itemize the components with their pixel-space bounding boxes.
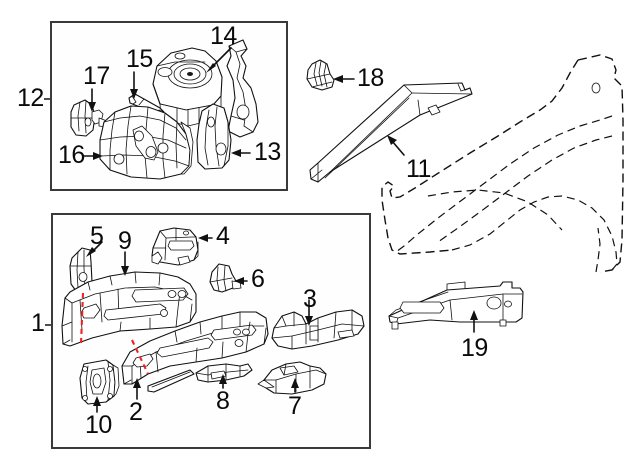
part-14-strut-tower-housing[interactable] [152, 47, 223, 127]
callout-9: 9 [118, 227, 132, 255]
part-8-closing-plate[interactable] [195, 363, 253, 383]
part-6-reinforcement-bracket[interactable] [209, 263, 242, 293]
arrow-4 [198, 234, 213, 242]
part-9-upper-side-rail[interactable] [61, 271, 197, 347]
callout-10: 10 [85, 411, 112, 439]
arrow-10 [93, 396, 101, 413]
part-3-front-crossmember-extension[interactable] [271, 309, 365, 350]
front-fender-outline-phantom [381, 54, 624, 273]
callout-17: 17 [83, 62, 110, 90]
callout-3: 3 [303, 285, 317, 313]
callout-15: 15 [126, 45, 153, 73]
arrow-9 [121, 251, 129, 276]
callout-19: 19 [461, 334, 488, 362]
callout-11: 11 [406, 155, 431, 183]
part-2-lower-rail-member[interactable] [121, 311, 269, 385]
callout-4: 4 [216, 222, 230, 250]
part-13-apron-inner-panel[interactable] [196, 103, 232, 170]
arrow-19 [470, 310, 478, 333]
callout-16: 16 [58, 141, 85, 169]
part-10-mount-plate[interactable] [79, 359, 120, 405]
part-5-side-gusset-bracket[interactable] [69, 247, 93, 292]
arrow-3 [305, 299, 313, 326]
callout-6: 6 [251, 265, 265, 293]
callout-7: 7 [288, 392, 302, 420]
part-4-upper-bracket[interactable] [151, 227, 199, 266]
callout-18: 18 [357, 64, 384, 92]
arrow-16 [83, 152, 103, 160]
arrow-8 [219, 374, 227, 389]
callout-5: 5 [90, 222, 104, 250]
part-19-front-side-member[interactable] [388, 281, 524, 330]
part-11-upper-rail-reinforcement[interactable] [309, 82, 473, 183]
cut-line-2 [131, 339, 149, 375]
arrow-15 [130, 71, 138, 99]
arrow-18 [333, 75, 355, 83]
part-2-filler-strip[interactable] [147, 369, 195, 393]
arrow-11 [387, 135, 405, 156]
callout-1: 1 [31, 309, 45, 337]
arrow-13 [231, 149, 251, 157]
arrow-6 [234, 277, 248, 285]
part-18-retainer-clip[interactable] [306, 59, 335, 91]
callout-12: 12 [17, 84, 44, 112]
arrow-14 [206, 47, 232, 73]
arrow-17 [88, 88, 96, 112]
part-17-small-reinforcement-bracket[interactable] [70, 99, 108, 137]
part-13-apron-side-panel[interactable] [226, 39, 259, 138]
arrow-7 [291, 378, 299, 393]
part-16-wheelhouse-inner-panel[interactable] [99, 105, 194, 180]
callout-2: 2 [129, 398, 143, 426]
callout-13: 13 [254, 138, 281, 166]
arrow-2 [133, 378, 141, 400]
callout-14: 14 [210, 22, 237, 50]
callout-8: 8 [216, 387, 230, 415]
arrow-5 [86, 241, 103, 257]
